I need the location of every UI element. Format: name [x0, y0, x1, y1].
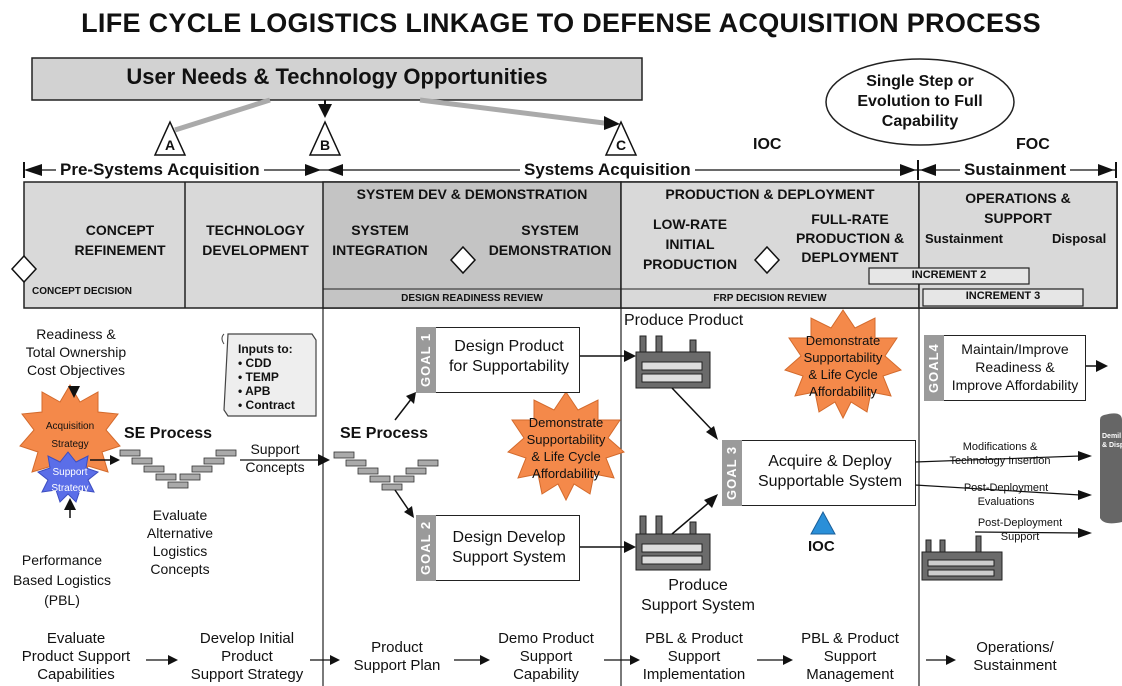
factory-sustainment — [921, 535, 1003, 581]
operations-support: OPERATIONS &SUPPORT — [965, 190, 1071, 226]
goal-2-tab: GOAL 2 — [416, 515, 436, 581]
produce-product: Produce Product — [624, 312, 744, 329]
phase-sustainment: Sustainment — [960, 160, 1071, 180]
goal-1-tab: GOAL 1 — [416, 327, 436, 393]
disposal-sub: Disposal — [1052, 231, 1107, 246]
se-v-middle — [333, 451, 439, 491]
arrow-to-c — [419, 97, 613, 127]
pd-header: PRODUCTION & DEPLOYMENT — [665, 186, 875, 202]
ioc-triangle — [810, 510, 836, 535]
goal-3-box — [722, 440, 916, 506]
milestone-b-triangle — [308, 120, 342, 156]
se-process-left: SE Process — [124, 425, 213, 442]
disposal-cylinder — [1100, 413, 1122, 524]
goal-3-tab: GOAL 3 — [722, 440, 742, 506]
milestone-a-label: A — [164, 137, 176, 153]
phase-pre-systems: Pre-Systems Acquisition — [56, 160, 264, 180]
milestone-c-label: C — [615, 137, 627, 153]
increment-2: INCREMENT 2 — [911, 269, 987, 281]
se-v-left — [119, 449, 237, 489]
support-burst — [36, 451, 100, 503]
disposal-cut-label: Demil& Dispo — [1102, 433, 1122, 449]
user-needs-box — [31, 57, 643, 101]
concept-decision-diamond — [10, 254, 38, 284]
frp-decision-review: FRP DECISION REVIEW — [713, 293, 827, 304]
modifications-label: Modifications &Technology Insertion — [949, 441, 1051, 467]
increment-3: INCREMENT 3 — [965, 290, 1041, 302]
goal-4-tab: GOAL4 — [924, 335, 944, 401]
factory-support — [635, 515, 711, 571]
foc-top-label: FOC — [1016, 136, 1050, 153]
design-readiness-diamond — [449, 245, 477, 275]
sdd-header: SYSTEM DEV & DEMONSTRATION — [356, 186, 588, 202]
inputs-list: Inputs to: • CDD• TEMP• APB• Contract — [238, 342, 295, 412]
demo-burst-2 — [784, 309, 902, 420]
ioc-bottom-label: IOC — [808, 538, 835, 555]
factory-product — [635, 335, 711, 389]
concept-decision-label: CONCEPT DECISION — [32, 286, 133, 297]
demo-burst-1 — [507, 391, 625, 502]
design-readiness-review: DESIGN READINESS REVIEW — [401, 293, 543, 304]
inputs-scroll — [223, 333, 317, 417]
single-step-ellipse — [825, 58, 1015, 146]
phase-systems: Systems Acquisition — [520, 160, 695, 180]
milestone-b-label: B — [319, 137, 331, 153]
frp-diamond — [753, 245, 781, 275]
goal-4-box — [924, 335, 1086, 401]
sustainment-sub: Sustainment — [925, 231, 1004, 246]
milestone-a-triangle — [153, 120, 187, 156]
page-title: LIFE CYCLE LOGISTICS LINKAGE TO DEFENSE … — [81, 8, 1041, 38]
bottom-operations: Operations/Sustainment — [973, 639, 1057, 674]
milestone-c-triangle — [604, 120, 638, 156]
se-process-middle: SE Process — [340, 425, 429, 442]
user-needs-label: User Needs & Technology Opportunities — [126, 64, 548, 89]
ioc-top-label: IOC — [753, 136, 782, 153]
arrow-to-a — [174, 97, 271, 133]
